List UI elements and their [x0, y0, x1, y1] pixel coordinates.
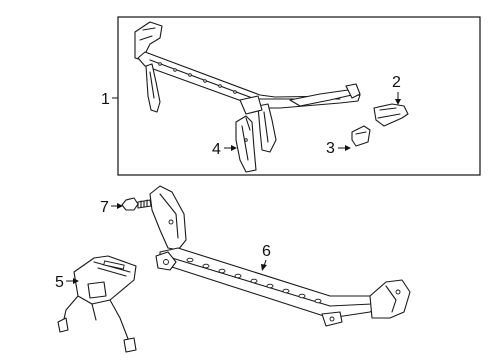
upper-tie-bar-assembly — [134, 21, 361, 153]
part-6-lower-tie-bar — [149, 185, 411, 327]
callout-5: 5 — [55, 274, 79, 291]
tie-bar-holes — [158, 62, 237, 94]
callout-4-label: 4 — [212, 141, 221, 158]
callout-2-label: 2 — [392, 74, 401, 91]
part-7-bolt — [121, 197, 152, 211]
callout-2: 2 — [392, 74, 401, 105]
detail-box — [117, 16, 481, 176]
callout-5-label: 5 — [55, 274, 64, 291]
callout-4: 4 — [212, 141, 237, 158]
part-3-bracket — [351, 125, 371, 147]
lower-bar-holes — [186, 257, 322, 304]
part-5-bracket — [57, 255, 137, 353]
part-4-side-bracket — [235, 115, 257, 173]
callout-3: 3 — [326, 140, 351, 157]
bracket-slots — [103, 260, 125, 270]
callout-1: 1 — [101, 91, 118, 108]
callout-6: 6 — [261, 243, 271, 271]
callout-3-label: 3 — [326, 140, 335, 157]
callout-7-label: 7 — [100, 199, 109, 216]
callout-1-label: 1 — [101, 91, 110, 108]
callout-7: 7 — [100, 199, 123, 216]
callout-6-label: 6 — [262, 243, 271, 260]
part-2-baffle — [373, 103, 409, 127]
